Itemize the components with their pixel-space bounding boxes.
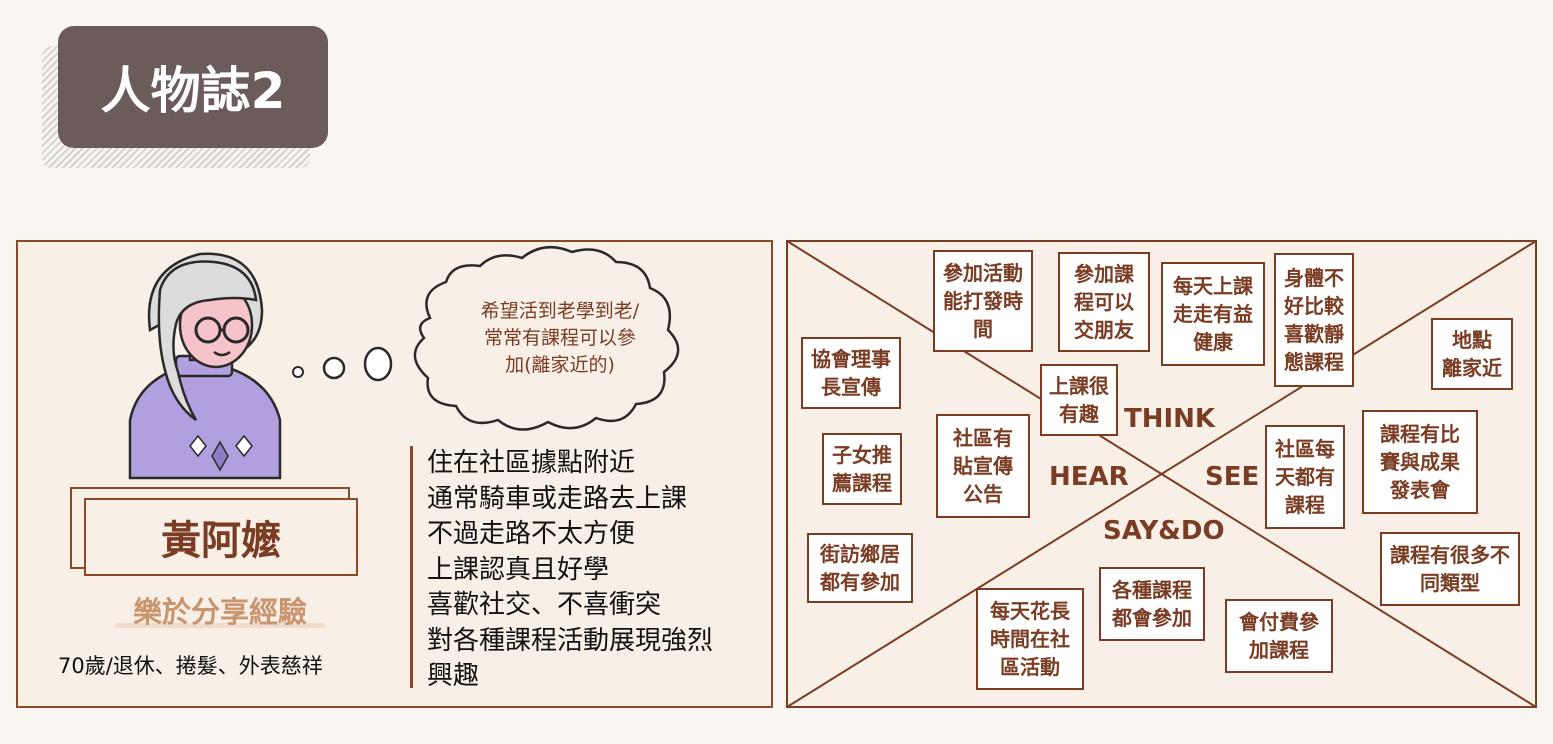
sticky-note: 子女推 薦課程 <box>822 433 902 505</box>
avatar-pattern-2 <box>235 434 253 458</box>
quadrant-label-hear: HEAR <box>1049 462 1129 492</box>
trait-line: 不過走路不太方便 <box>427 519 636 549</box>
quadrant-label-see: SEE <box>1205 462 1260 492</box>
sticky-note: 協會理事 長宣傳 <box>801 337 901 409</box>
avatar-mouth <box>213 350 231 357</box>
sticky-note: 社區有 貼宣傳 公告 <box>936 414 1030 518</box>
persona-tagline: 樂於分享經驗 <box>132 595 307 629</box>
traits-divider <box>410 446 413 688</box>
sticky-note: 各種課程 都會參加 <box>1099 567 1205 641</box>
quadrant-label-think: THINK <box>1124 404 1216 434</box>
persona-description: 70歲/退休、捲髮、外表慈祥 <box>58 654 323 678</box>
trait-line: 興趣 <box>427 661 480 691</box>
sticky-note: 身體不 好比較 喜歡靜 態課程 <box>1274 253 1354 387</box>
sticky-note: 街訪鄉居 都有參加 <box>807 533 913 603</box>
sticky-note: 會付費參 加課程 <box>1225 599 1333 673</box>
persona-name-card: 黃阿嬤 <box>84 498 358 576</box>
persona-illustration <box>128 245 680 480</box>
sticky-note: 地點 離家近 <box>1431 318 1513 390</box>
persona-name: 黃阿嬤 <box>161 518 281 564</box>
page-title-block: 人物誌2 <box>42 26 330 168</box>
thought-dot-large <box>363 346 393 382</box>
sticky-note: 課程有很多不 同類型 <box>1380 532 1520 606</box>
thought-dot-medium <box>322 356 346 380</box>
persona-traits: 住在社區據點附近 通常騎車或走路去上課 不過走路不太方便 上課認真且好學 喜歡社… <box>427 446 713 695</box>
sticky-note: 上課很 有趣 <box>1040 364 1118 436</box>
sticky-note: 每天上課 走走有益 健康 <box>1161 262 1265 366</box>
trait-line: 通常騎車或走路去上課 <box>427 483 688 514</box>
diagonal-b <box>786 240 1537 708</box>
avatar-pattern-1 <box>189 434 207 458</box>
sticky-note: 社區每 天都有 課程 <box>1265 425 1345 529</box>
trait-line: 對各種課程活動展現強烈 <box>427 625 714 656</box>
trait-line: 住在社區據點附近 <box>427 448 636 478</box>
avatar-pattern-3 <box>211 440 229 472</box>
thought-bubble-text: 希望活到老學到老/ 常常有課程可以參 加(離家近的) <box>450 298 670 379</box>
sticky-note: 參加活動 能打發時 間 <box>933 250 1033 352</box>
sticky-note: 課程有比 賽與成果 發表會 <box>1362 410 1478 514</box>
avatar-hair-front <box>157 260 258 422</box>
page-title: 人物誌2 <box>58 26 328 148</box>
quadrant-label-saydo: SAY&DO <box>1103 516 1225 546</box>
trait-line: 上課認真且好學 <box>427 554 610 585</box>
thought-dot-small <box>292 366 304 378</box>
tagline-highlight <box>115 623 325 628</box>
trait-line: 喜歡社交、不喜衝突 <box>427 590 662 620</box>
avatar-sweater <box>128 360 282 480</box>
thought-cloud <box>413 245 680 431</box>
thought-text: 希望活到老學到老/ 常常有課程可以參 加(離家近的) <box>480 300 640 376</box>
sticky-note: 每天花長 時間在社 區活動 <box>976 588 1084 690</box>
sticky-note: 參加課 程可以 交朋友 <box>1058 252 1150 352</box>
